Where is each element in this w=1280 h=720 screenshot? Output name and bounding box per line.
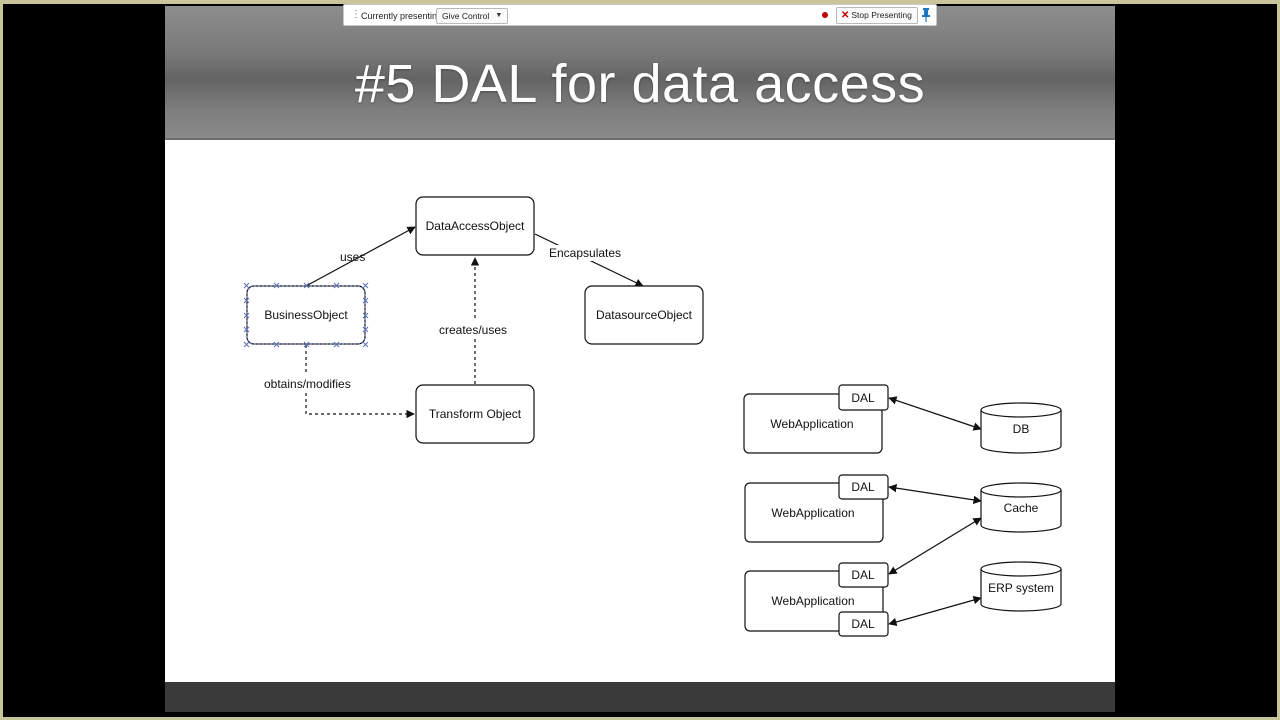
creates-uses-label: creates/uses (439, 323, 507, 337)
give-control-label: Give Control (442, 11, 490, 21)
recording-dot-icon (822, 12, 828, 18)
erp-system-cylinder[interactable]: ERP system (980, 561, 1062, 612)
stop-presenting-label: Stop Presenting (851, 10, 912, 20)
stop-presenting-button[interactable]: ✕Stop Presenting (836, 7, 918, 24)
selection-handles[interactable] (243, 282, 369, 348)
chevron-down-icon: ▼ (495, 12, 503, 19)
presenting-toolbar: ⋮ Currently presenting Give Control ▼ ✕S… (343, 4, 937, 26)
encapsulates-label-bg (548, 245, 624, 261)
dal-label-1: DAL (851, 391, 875, 405)
datasource-object-label: DatasourceObject (596, 308, 693, 322)
obtains-modifies-label-bg (263, 375, 355, 391)
dal-node-3[interactable]: DAL (838, 562, 889, 588)
give-control-dropdown[interactable]: Give Control ▼ (436, 8, 509, 24)
creates-uses-label-bg (437, 321, 513, 337)
slide-header: #5 DAL for data access (165, 6, 1115, 140)
obtains-modifies-label: obtains/modifies (264, 377, 351, 391)
dal4-erp-connector (888, 596, 982, 626)
uses-connector (305, 226, 416, 287)
data-access-object-label: DataAccessObject (426, 219, 525, 233)
close-icon: ✕ (841, 10, 850, 21)
slide-title: #5 DAL for data access (354, 54, 926, 114)
data-access-object-node[interactable]: DataAccessObject (415, 196, 535, 256)
business-object-label: BusinessObject (264, 308, 348, 322)
dal-node-1[interactable]: DAL (838, 384, 889, 411)
uses-label: uses (340, 250, 365, 264)
cache-label: Cache (1004, 501, 1039, 515)
presenting-status-label: Currently presenting (361, 11, 443, 21)
business-object-node[interactable]: BusinessObject (243, 282, 369, 348)
web-application-label-3: WebApplication (771, 594, 854, 608)
drag-grip-icon[interactable]: ⋮ (351, 9, 361, 20)
pin-icon[interactable] (921, 8, 931, 22)
dal1-db-connector (888, 396, 982, 431)
slide-footer (165, 682, 1115, 712)
datasource-object-node[interactable]: DatasourceObject (584, 285, 704, 345)
erp-system-label: ERP system (988, 581, 1054, 595)
dal-node-4[interactable]: DAL (838, 611, 889, 637)
encapsulates-label: Encapsulates (549, 246, 621, 260)
db-cylinder[interactable]: DB (980, 402, 1062, 454)
dal2-cache-connector (888, 483, 982, 505)
transform-object-node[interactable]: Transform Object (415, 384, 535, 444)
obtains-modifies-connector (305, 345, 415, 419)
transform-object-label: Transform Object (429, 407, 522, 421)
dal-node-2[interactable]: DAL (838, 474, 889, 500)
cache-cylinder[interactable]: Cache (980, 482, 1062, 533)
dal-label-2: DAL (851, 480, 875, 494)
dal-label-4: DAL (851, 617, 875, 631)
diagram-canvas: uses Encapsulates creates/uses obtains/m… (243, 196, 1062, 637)
dal3-cache-connector (888, 517, 982, 575)
db-label: DB (1013, 422, 1030, 436)
web-application-label-2: WebApplication (771, 506, 854, 520)
dal-label-3: DAL (851, 568, 875, 582)
presentation-slide: #5 DAL for data access uses Encapsulates… (165, 6, 1115, 712)
web-application-label-1: WebApplication (770, 417, 853, 431)
